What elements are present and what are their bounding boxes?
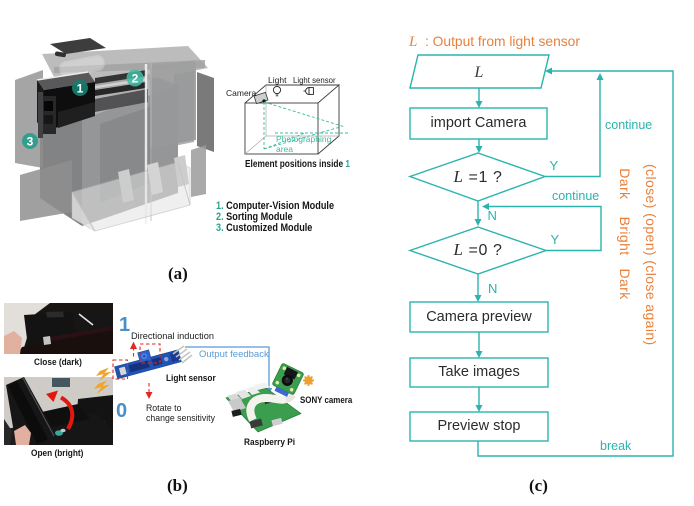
svg-text:1: 1: [77, 82, 84, 96]
svg-text:2: 2: [132, 72, 139, 86]
svg-text:3: 3: [27, 135, 34, 149]
